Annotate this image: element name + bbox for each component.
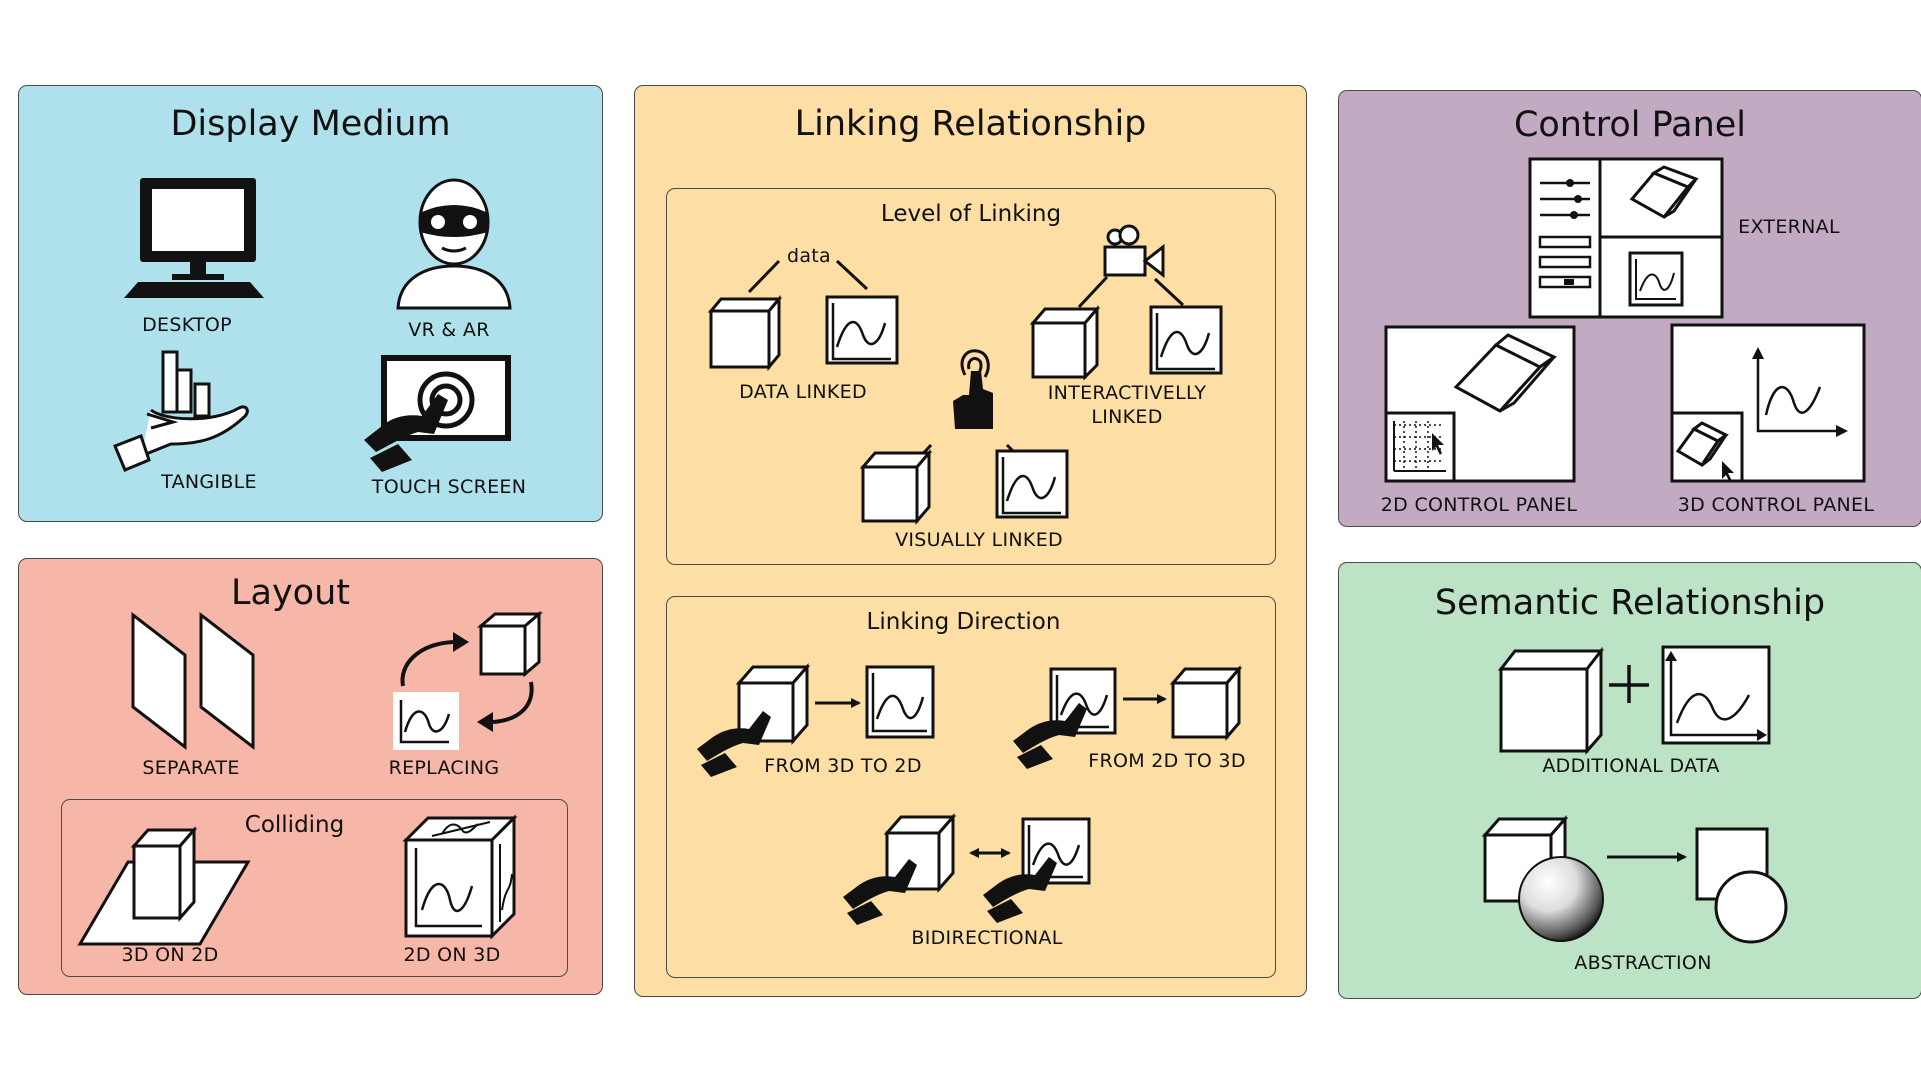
linking-direction-subpanel: Linking Direction (666, 596, 1276, 978)
cube-icon (707, 294, 783, 372)
3d-control-panel-label: 3D CONTROL PANEL (1677, 494, 1875, 516)
hand-holding-bars-icon (113, 350, 249, 472)
chart-icon (865, 665, 935, 739)
chart-icon (1149, 305, 1223, 375)
external-label: EXTERNAL (1738, 216, 1840, 238)
touch-screen-label: TOUCH SCREEN (371, 476, 527, 498)
chart-icon (825, 295, 899, 365)
display-medium-title: Display Medium (170, 104, 451, 144)
separate-label: SEPARATE (142, 757, 240, 779)
replacing-label: REPLACING (388, 757, 500, 779)
cube-icon (1169, 664, 1243, 742)
bidirectional-label: BIDIRECTIONAL (911, 927, 1063, 949)
cube-icon (1029, 304, 1101, 381)
chart-icon (995, 449, 1069, 519)
linking-direction-diagram (697, 663, 1243, 925)
from-2d-to-3d-label: FROM 2D TO 3D (1088, 750, 1246, 772)
external-control-panel-icon (1528, 157, 1724, 319)
vr-ar-label: VR & AR (408, 319, 490, 341)
linking-relationship-title: Linking Relationship (794, 104, 1147, 144)
2d-control-panel-icon (1384, 325, 1576, 483)
abstraction-icon (1481, 815, 1788, 944)
linking-direction-title: Linking Direction (866, 609, 1061, 635)
camera-icon (1103, 224, 1165, 279)
chart-icon (1021, 817, 1091, 885)
semantic-relationship-title: Semantic Relationship (1434, 583, 1826, 623)
vr-headset-person-icon (396, 178, 512, 310)
touch-finger-icon (953, 349, 993, 429)
replacing-cycle-icon (393, 610, 544, 750)
colliding-title: Colliding (244, 812, 345, 838)
cube-icon (859, 448, 933, 526)
2d-control-panel-label: 2D CONTROL PANEL (1380, 494, 1578, 516)
semantic-relationship-panel: Semantic Relationship ADDITIONAL DATA AB… (1338, 562, 1921, 999)
control-panel-title: Control Panel (1513, 105, 1747, 145)
desktop-monitor-icon (124, 178, 264, 298)
charts-on-cube-icon (402, 814, 518, 940)
visually-linked-label: VISUALLY LINKED (895, 529, 1063, 551)
data-linked-label: DATA LINKED (739, 381, 867, 403)
level-of-linking-subpanel: Level of Linking (666, 188, 1276, 565)
additional-data-icon (1497, 645, 1771, 755)
3d-control-panel-icon (1670, 323, 1866, 483)
3d-on-2d-label: 3D ON 2D (121, 944, 219, 966)
touch-screen-icon (364, 355, 511, 472)
display-medium-panel: Display Medium DESKTOP VR & AR TANGIBLE … (18, 85, 603, 522)
linking-relationship-panel: Linking Relationship Level of Linking (634, 85, 1307, 997)
interactively-linked-label: INTERACTIVELLY LINKED (1047, 382, 1207, 428)
desktop-label: DESKTOP (142, 314, 232, 336)
additional-data-label: ADDITIONAL DATA (1542, 755, 1720, 777)
cube-icon (735, 663, 811, 745)
from-3d-to-2d-label: FROM 3D TO 2D (764, 755, 922, 777)
separate-planes-icon (131, 611, 255, 751)
level-of-linking-title: Level of Linking (880, 201, 1062, 227)
control-panel-panel: Control Panel EXTERNAL (1338, 90, 1921, 527)
layout-title: Layout (231, 573, 350, 613)
abstraction-label: ABSTRACTION (1574, 952, 1712, 974)
level-of-linking-diagram (707, 224, 1223, 526)
tangible-label: TANGIBLE (161, 471, 257, 493)
2d-on-3d-label: 2D ON 3D (403, 944, 501, 966)
colliding-subpanel: Colliding 3D ON 2D 2D ON 3D (61, 799, 568, 977)
cube-on-plane-icon (77, 826, 251, 946)
data-word-label: data (787, 245, 831, 267)
layout-panel: Layout SEPARATE REPLACING Colliding 3D O… (18, 558, 603, 995)
